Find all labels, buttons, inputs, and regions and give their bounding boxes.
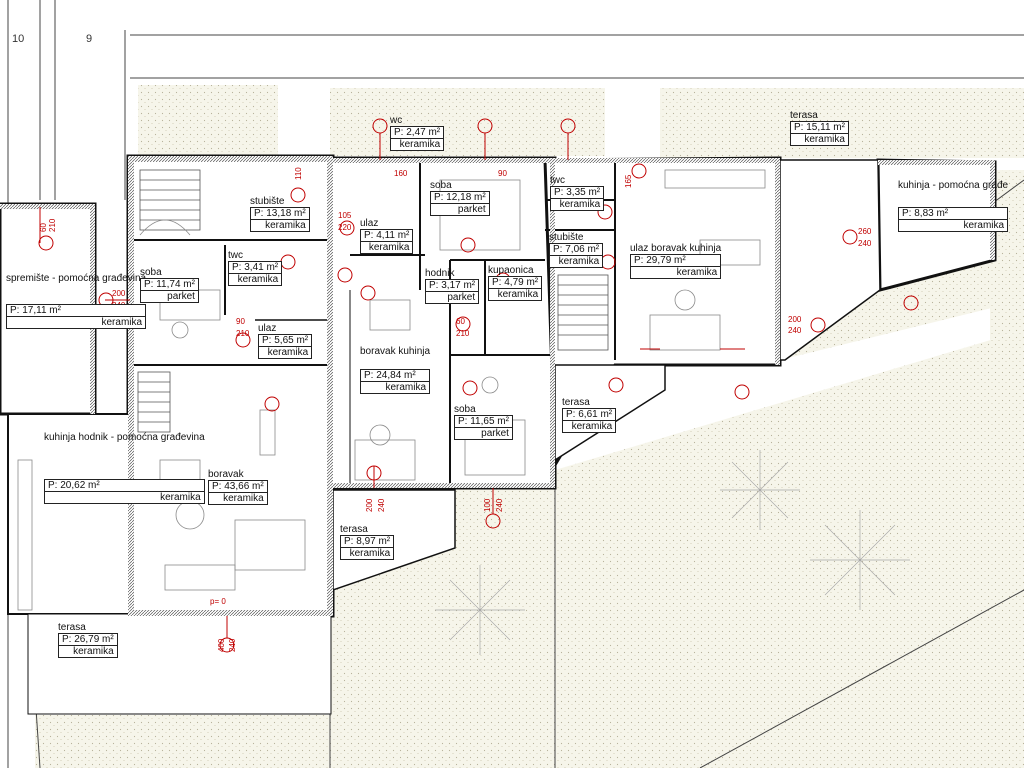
dim-label: 165 — [624, 174, 633, 188]
dim-label: 200 — [112, 289, 126, 298]
grid-label-10: 10 — [12, 33, 25, 45]
walls — [0, 154, 997, 715]
dim-label: 400 — [217, 638, 226, 652]
dim-label: 160 — [394, 169, 408, 178]
room-label-kuhinja-pomocna-top: kuhinja - pomoćna građe P: 8,83 m² keram… — [898, 180, 1009, 232]
dim-label: 240 — [377, 498, 386, 512]
dim-label: 60 — [456, 317, 465, 326]
dim-label: 220 — [338, 223, 352, 232]
dim-label: 210 — [48, 218, 57, 232]
dim-label: 200 — [365, 498, 374, 512]
dim-label: 240 — [858, 239, 872, 248]
room-label-stubiste-2: stubište P: 7,06 m² keramika — [549, 232, 604, 268]
dim-label: 240 — [228, 638, 237, 652]
grid-label-9: 9 — [86, 33, 93, 45]
room-label-terasa-small: terasa P: 8,97 m² keramika — [340, 524, 395, 560]
room-label-terasa-top: terasa P: 15,11 m² keramika — [790, 110, 849, 146]
dim-label: 90 — [236, 317, 245, 326]
dim-label: 210 — [456, 329, 470, 338]
dim-label: 200 — [788, 315, 802, 324]
staircases — [137, 169, 609, 433]
room-label-soba-3: soba P: 11,65 m² parket — [454, 404, 513, 440]
dim-label: 210 — [236, 329, 250, 338]
plants — [435, 450, 910, 655]
dim-label: 105 — [338, 211, 352, 220]
annotation-markers — [38, 118, 919, 653]
dim-label: 110 — [294, 167, 303, 180]
room-label-terasa-mid: terasa P: 6,61 m² keramika — [562, 397, 617, 433]
dim-label: 240 — [495, 498, 504, 512]
room-label-stubiste-1: stubište P: 13,18 m² keramika — [250, 196, 310, 232]
room-label-soba-1: soba P: 12,18 m² parket — [430, 180, 490, 216]
room-label-twc-1: twc P: 3,35 m² keramika — [550, 175, 605, 211]
room-label-hodnik: hodnik P: 3,17 m² parket — [425, 268, 480, 304]
dim-label: 260 — [858, 227, 872, 236]
room-label-boravak: boravak P: 43,66 m² keramika — [208, 469, 268, 505]
dim-label: 60 — [39, 223, 48, 232]
room-label-ulaz-boravak-kuhinja: ulaz boravak kuhinja P: 29,79 m² keramik… — [630, 243, 722, 279]
dim-label: 90 — [498, 169, 507, 178]
dim-label: 100 — [483, 498, 492, 512]
room-label-wc-top: wc P: 2,47 m² keramika — [390, 115, 445, 151]
dim-label: 240 — [788, 326, 802, 335]
room-label-soba-2: soba P: 11,74 m² parket — [140, 267, 199, 303]
room-label-kupaonica: kupaonica P: 4,79 m² keramika — [488, 265, 543, 301]
room-label-terasa-bottom: terasa P: 26,79 m² keramika — [58, 622, 118, 658]
room-label-ulaz-2: ulaz P: 5,65 m² keramika — [258, 323, 313, 359]
room-label-twc-2: twc P: 3,41 m² keramika — [228, 250, 283, 286]
dim-label: p= 0 — [210, 597, 226, 606]
room-label-boravak-kuhinja: boravak kuhinja P: 24,84 m² keramika — [360, 346, 431, 394]
room-label-ulaz-1: ulaz P: 4,11 m² keramika — [360, 218, 414, 254]
room-label-kuhinja-hodnik: kuhinja hodnik - pomoćna građevina P: 20… — [44, 432, 205, 504]
room-label-spremiste: spremište - pomoćna građevina P: 17,11 m… — [6, 273, 147, 329]
